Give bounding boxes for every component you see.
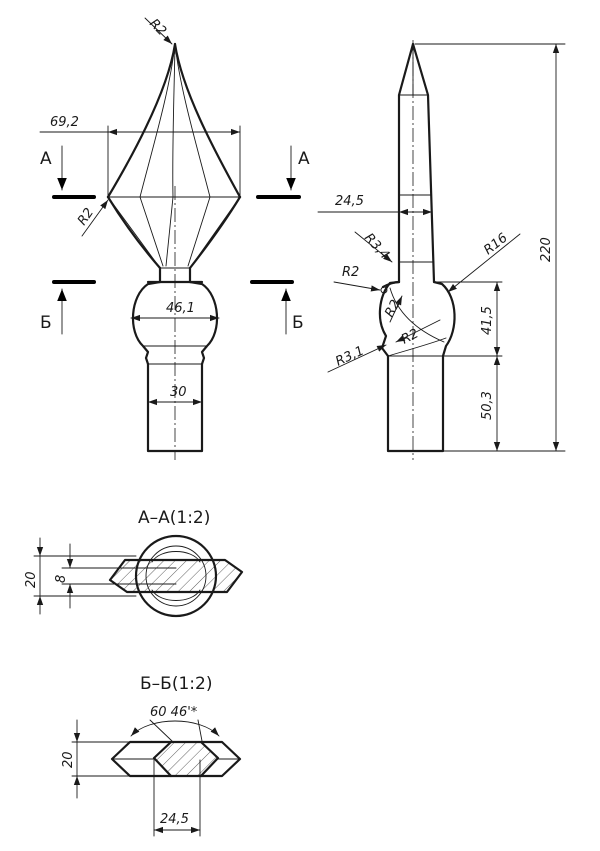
cut-label-b-left: Б: [40, 313, 52, 333]
dim-side-knob-height-label: 41,5: [480, 306, 495, 335]
dim-section-b-width: 24,5: [153, 759, 201, 837]
dim-front-tip-radius: R2: [144, 16, 173, 45]
cut-marker-b-right: Б: [250, 280, 304, 335]
dim-side-radius-r34: R3,4: [354, 231, 393, 263]
dim-section-b-width-label: 24,5: [160, 812, 189, 827]
dim-side-radius-r2-b-label: R2: [382, 298, 403, 320]
cut-label-a-right: А: [298, 149, 310, 169]
side-blade: [397, 42, 436, 284]
section-b-title: Б–Б(1:2): [140, 674, 212, 694]
dim-front-waist-radius-label: R2: [75, 206, 97, 229]
dim-side-total-height: 220: [414, 43, 566, 452]
section-b-profile: [110, 740, 242, 778]
dim-side-knob-height: 41,5: [435, 281, 503, 357]
dim-section-a-inner-label: 8: [54, 575, 69, 583]
cut-marker-a-right: А: [256, 145, 310, 199]
cut-label-a-left: А: [40, 149, 52, 169]
dim-side-blade-width-label: 24,5: [335, 194, 364, 209]
dim-side-blade-width: 24,5: [317, 194, 433, 216]
section-a-a: А–А(1:2) 20 8: [24, 508, 244, 618]
dim-section-a-inner: 8: [54, 543, 177, 609]
dim-front-width: 69,2: [39, 115, 241, 198]
dim-section-a-outer-label: 20: [24, 571, 39, 588]
dim-section-b-angle: 60 46'*: [130, 705, 220, 742]
dim-side-radius-r2-c: R2: [395, 319, 441, 348]
dim-side-radius-r16-label: R16: [481, 231, 510, 259]
side-shaft: [386, 354, 445, 453]
section-b-b: Б–Б(1:2) 60 46'* 20 24,5: [61, 674, 242, 837]
front-spike-outline: [106, 42, 242, 270]
dim-section-b-angle-label: 60 46'*: [150, 705, 198, 720]
cut-label-b-right: Б: [292, 313, 304, 333]
dim-side-radius-r16: R16: [447, 231, 521, 293]
dim-front-tip-radius-label: R2: [146, 16, 169, 39]
dim-front-waist-radius: R2: [75, 199, 109, 237]
dim-front-width-label: 69,2: [50, 115, 79, 130]
dim-side-shaft-height-label: 50,3: [480, 391, 495, 420]
side-view: 24,5 R3,4 R16 R2 R2 R2 R3,1: [317, 40, 566, 460]
dim-front-shaft-width: 30: [147, 385, 203, 406]
dim-side-radius-r2-b: R2: [382, 295, 404, 323]
dim-front-shaft-width-label: 30: [170, 385, 187, 400]
dim-side-radius-r2-a-label: R2: [342, 265, 359, 280]
front-view: R2 69,2 R2 46,1 30 А: [39, 16, 310, 460]
section-a-title: А–А(1:2): [138, 508, 210, 528]
dim-section-b-height: 20: [61, 719, 131, 799]
dim-side-total-height-label: 220: [539, 237, 554, 262]
dim-side-radius-r31-label: R3,1: [333, 343, 366, 369]
dim-section-a-outer: 20: [24, 537, 137, 615]
dim-front-knob-width-label: 46,1: [166, 301, 195, 316]
dim-section-b-height-label: 20: [61, 751, 76, 768]
dim-side-radius-r2-a: R2: [333, 265, 381, 292]
cut-marker-b-left: Б: [40, 280, 96, 335]
cut-marker-a-left: А: [40, 145, 96, 199]
dim-side-shaft-height: 50,3: [442, 355, 566, 452]
dim-side-radius-r31: R3,1: [327, 343, 387, 373]
dim-side-radius-r2-c-label: R2: [399, 326, 421, 347]
section-a-hatched-profile: [108, 558, 244, 594]
side-knob: [378, 280, 456, 358]
dim-front-knob-width: 46,1: [130, 301, 220, 322]
